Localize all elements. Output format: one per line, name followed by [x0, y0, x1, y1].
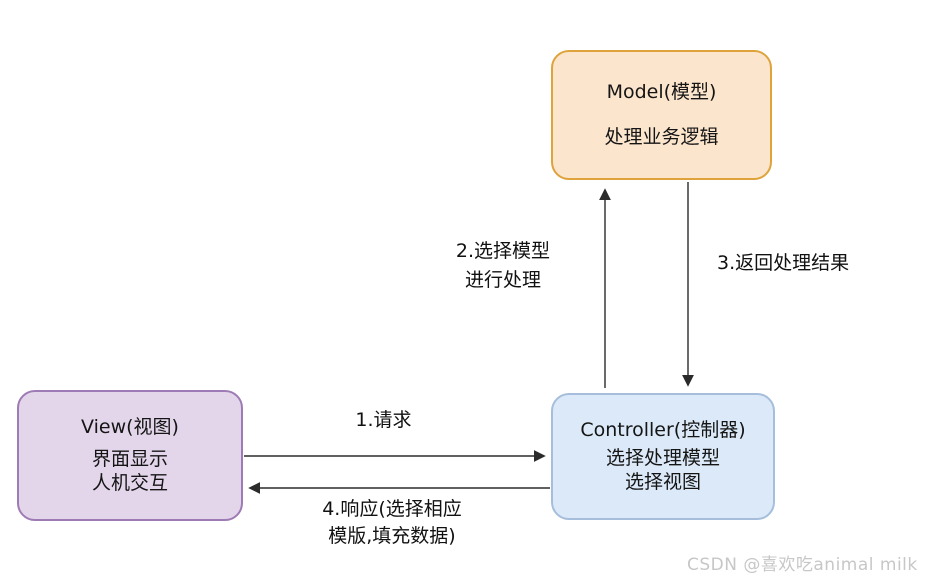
view-node-description-line2: 人机交互 [91, 472, 168, 495]
select-model-arrow-label: 2.选择模型 进行处理 [424, 237, 582, 294]
select-model-arrow-label-line1: 2.选择模型 [455, 240, 551, 262]
view-node-title: View(视图) [81, 415, 179, 438]
return-result-arrow-label: 3.返回处理结果 [717, 252, 850, 274]
response-arrow-label: 4.响应(选择相应 模版,填充数据) [268, 496, 516, 549]
view-node: View(视图) 界面显示 人机交互 [17, 390, 243, 521]
controller-node-description-line1: 选择处理模型 [605, 446, 720, 469]
model-node: Model(模型) 处理业务逻辑 [551, 50, 772, 180]
response-arrow-label-line1: 4.响应(选择相应 [322, 498, 462, 520]
controller-node: Controller(控制器) 选择处理模型 选择视图 [551, 393, 775, 520]
request-arrow-label: 1.请求 [355, 409, 412, 431]
controller-node-description-line2: 选择视图 [624, 471, 701, 494]
view-node-description-line1: 界面显示 [91, 447, 168, 470]
response-arrow-label-line2: 模版,填充数据) [328, 524, 456, 547]
controller-node-title: Controller(控制器) [580, 418, 746, 441]
model-node-title: Model(模型) [606, 81, 717, 104]
select-model-arrow-label-line2: 进行处理 [464, 268, 541, 291]
csdn-watermark: CSDN @喜欢吃animal milk [687, 555, 918, 575]
model-node-description: 处理业务逻辑 [604, 126, 719, 148]
